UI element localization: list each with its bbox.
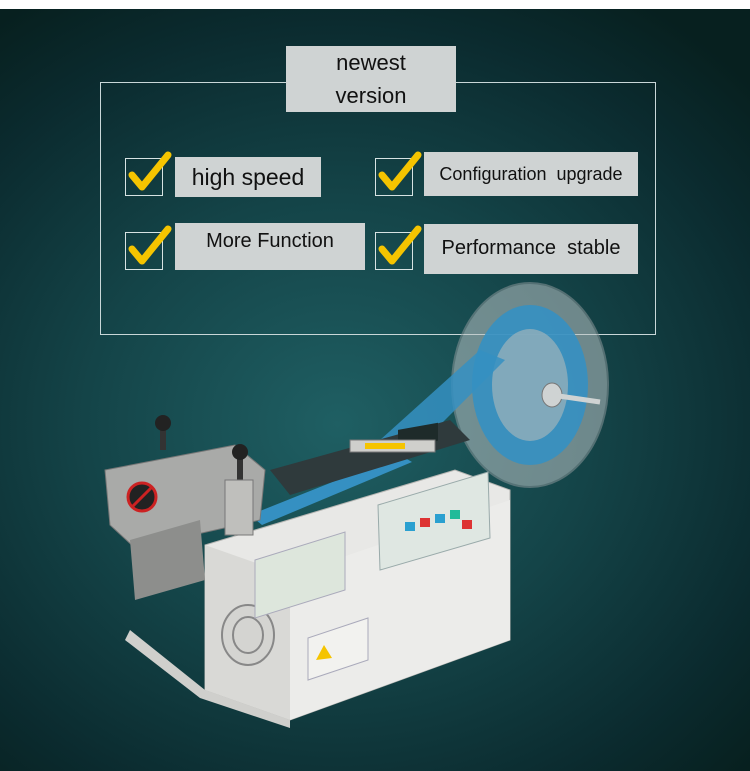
feature-more-function: More Function [175, 223, 365, 270]
cutting-machine-image [104, 282, 609, 728]
feature-performance-stable: Performance stable [424, 224, 638, 274]
check-icon [375, 151, 422, 196]
top-border [0, 0, 750, 9]
title-line-1: newest [336, 50, 406, 75]
feature-configuration-upgrade: Configuration upgrade [424, 152, 638, 196]
title-line-2: version [335, 83, 407, 108]
version-title: newest version [286, 46, 456, 112]
check-icon [125, 225, 172, 270]
check-icon [375, 225, 422, 270]
check-icon [125, 151, 172, 196]
feature-high-speed: high speed [175, 157, 321, 197]
